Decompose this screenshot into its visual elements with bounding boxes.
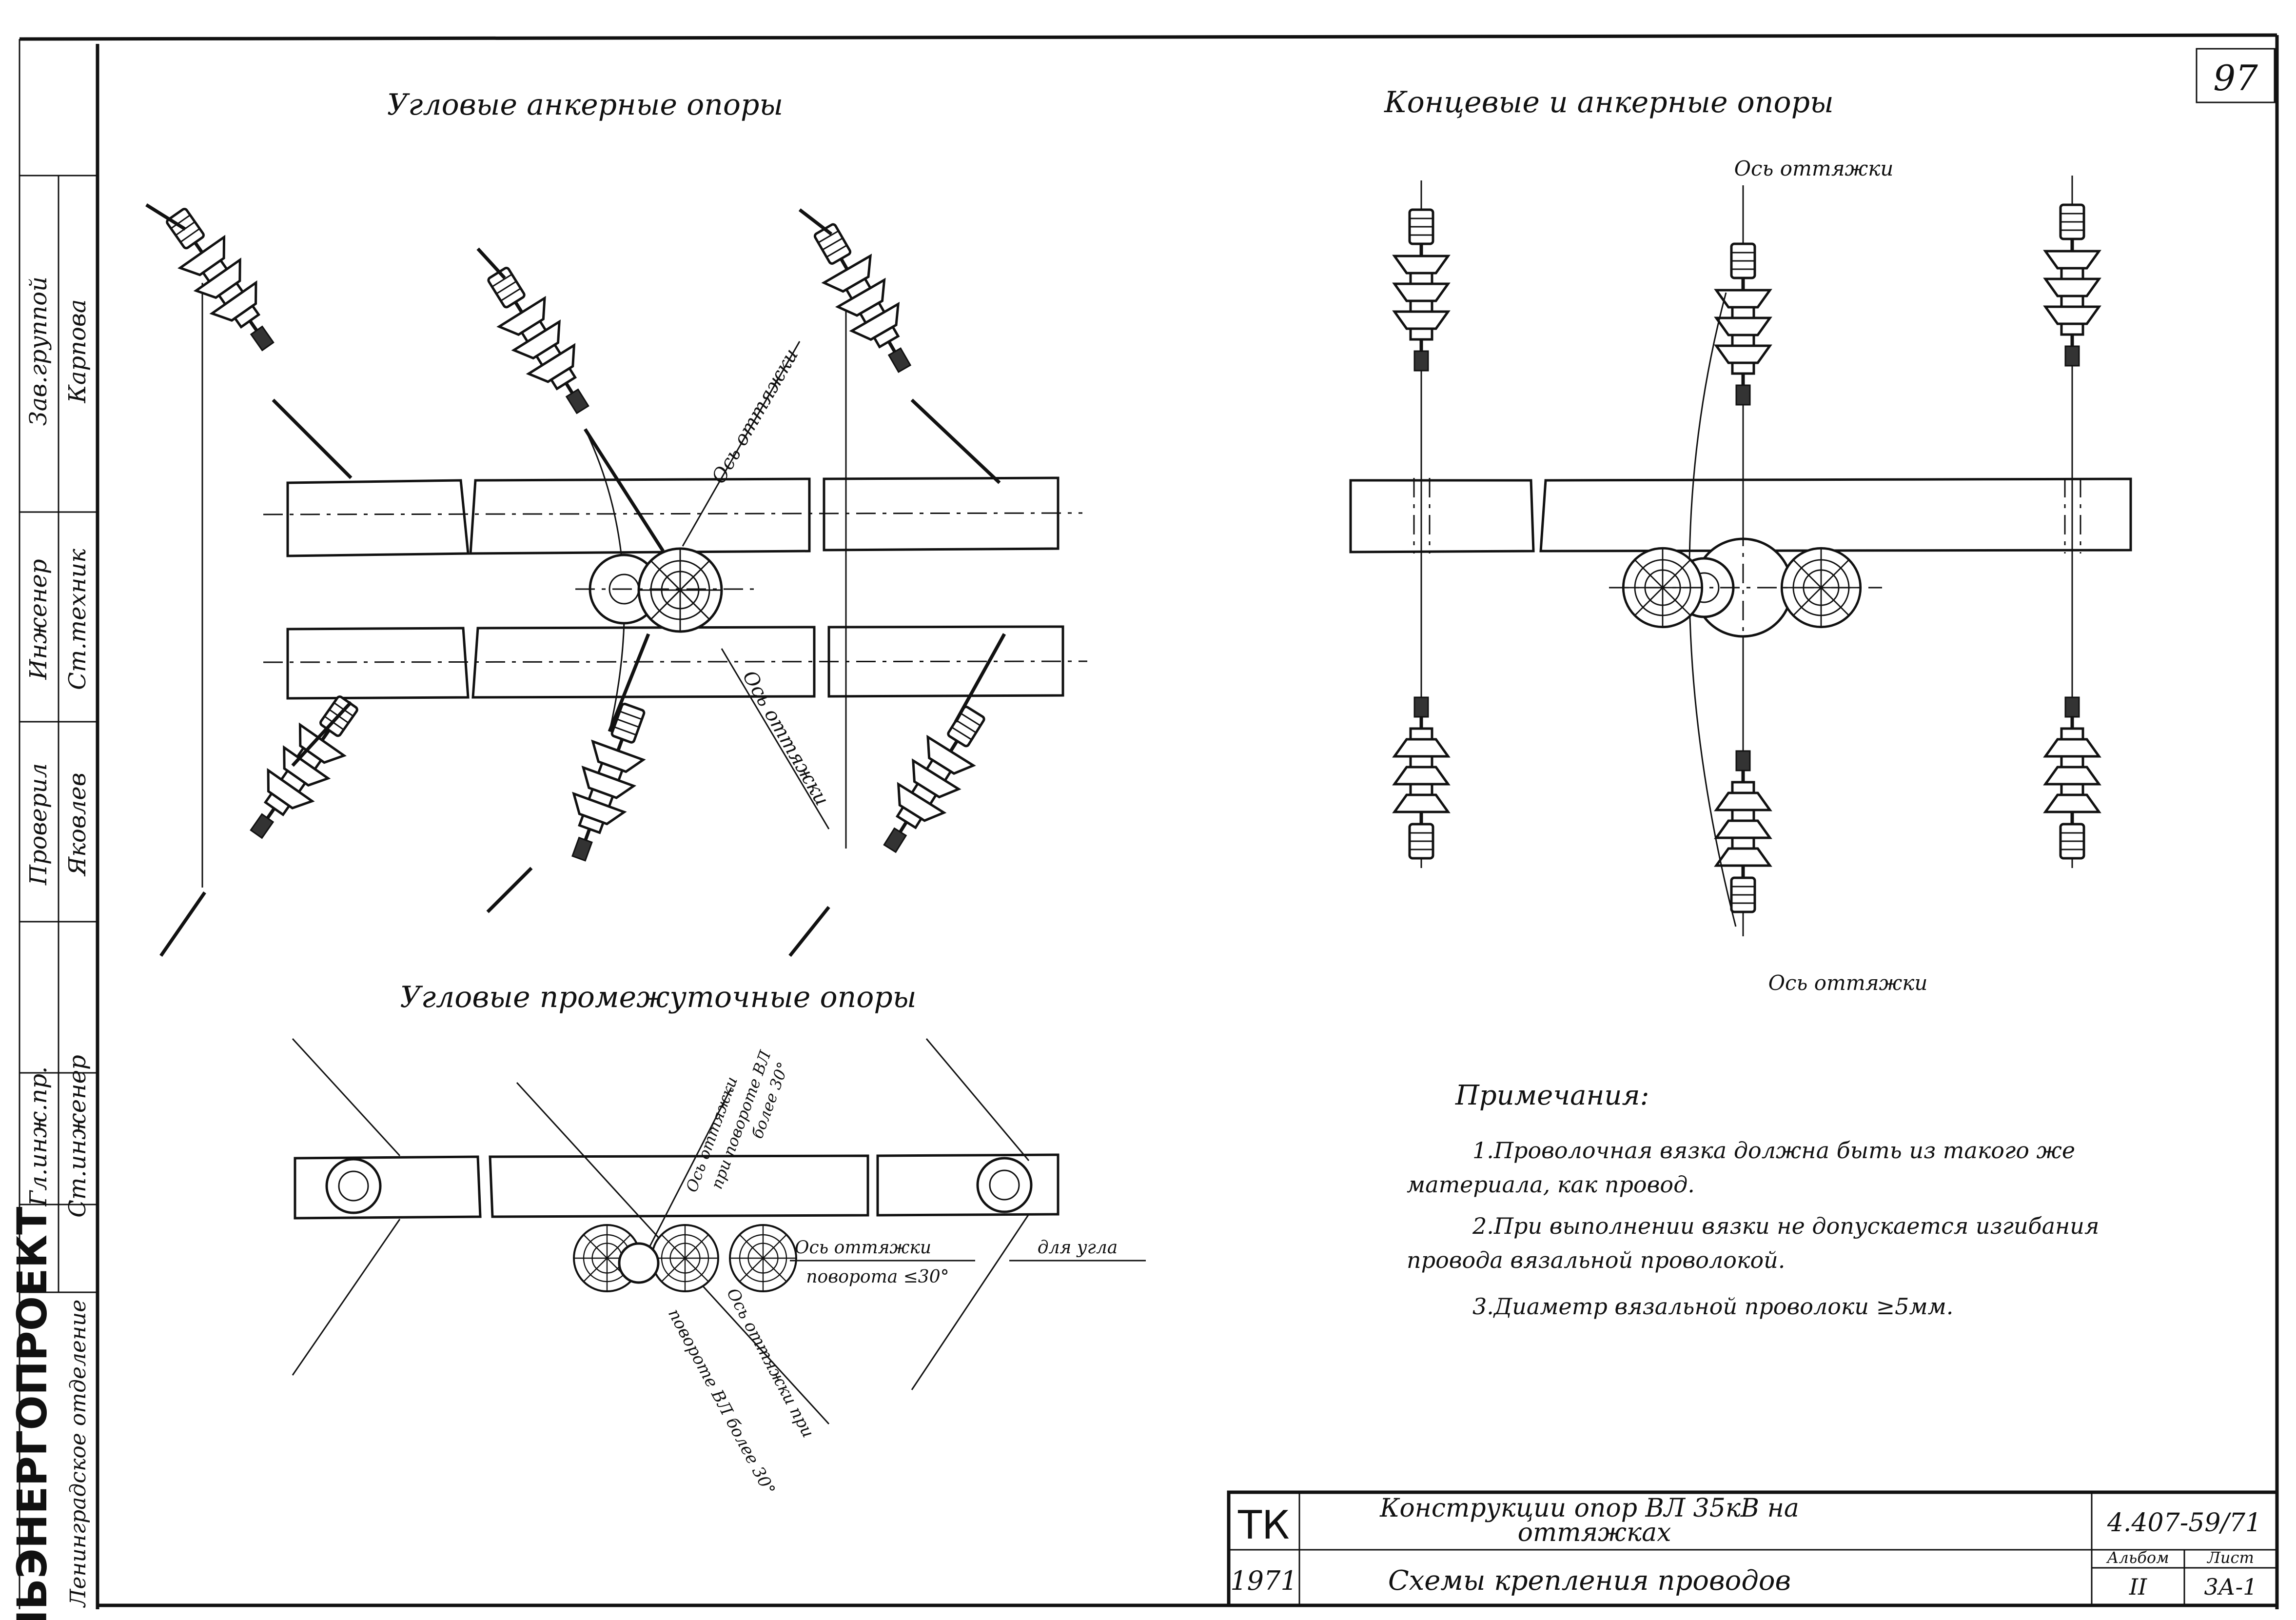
stamp-subtitle: Схемы крепления проводов (1388, 1565, 1791, 1597)
stamp-org-code: ТК (1237, 1502, 1290, 1548)
stamp-title-1: Конструкции опор ВЛ 35кВ на (1379, 1494, 1799, 1523)
stamp-album-label: Альбом (2106, 1548, 2169, 1567)
stamp-sheet-value: 3А-1 (2204, 1574, 2257, 1600)
end-anchor-diagram (1349, 176, 2132, 936)
side-dept: Ленинградское отделение (66, 1300, 91, 1608)
side-name-1: Карпова (64, 299, 91, 404)
title-end-anchor: Концевые и анкерные опоры (1384, 85, 1834, 119)
stamp-album-value: II (2129, 1574, 2147, 1600)
sheet-number: 97 (2213, 58, 2258, 99)
corner-intermediate-diagram: Ось оттяжки для угла поворота ≤30° Ось о… (292, 1038, 1146, 1498)
notes-heading: Примечания: (1455, 1080, 1649, 1111)
note-2a: 2.При выполнении вязки не допускается из… (1472, 1213, 2099, 1239)
beam-lower (263, 625, 1088, 700)
label-axis-angle-3: поворота ≤30° (806, 1267, 949, 1287)
stamp-title-2: оттяжках (1518, 1518, 1671, 1547)
label-axis-diag-1: Ось оттяжки (707, 345, 803, 488)
label-axis-angle-1: Ось оттяжки (795, 1238, 931, 1258)
stamp-year: 1971 (1230, 1565, 1297, 1596)
note-1a: 1.Проволочная вязка должна быть из таког… (1472, 1137, 2075, 1164)
side-name-3: Яковлев (64, 772, 91, 876)
sheet-number-box: 97 (2196, 48, 2276, 103)
corner-anchor-diagram: Ось оттяжки Ось оттяжки (145, 199, 1088, 957)
notes-block: Примечания: 1.Проволочная вязка должна б… (1407, 1080, 2099, 1320)
title-corner-anchor: Угловые анкерные опоры (387, 88, 784, 122)
side-org: ТЕЛЬЭНЕРГОПРОЕКТ (8, 1207, 56, 1620)
note-2b: провода вязальной проволокой. (1407, 1247, 1785, 1273)
side-role-1: Зав.группой (25, 277, 52, 426)
sheet-frame (19, 33, 2279, 1609)
side-role-2: Инженер (25, 559, 52, 680)
label-axis-bottom: Ось оттяжки (1768, 971, 1928, 995)
note-3: 3.Диаметр вязальной проволоки ≥5мм. (1472, 1293, 1953, 1320)
side-approval-block: Зав.группой Карпова Инженер Ст.техник Пр… (8, 39, 98, 1620)
stamp-sheet-label: Лист (2206, 1548, 2254, 1567)
stamp-doc-number: 4.407-59/71 (2107, 1508, 2261, 1538)
note-1b: материала, как провод. (1407, 1171, 1695, 1198)
title-corner-intermediate: Угловые промежуточные опоры (400, 980, 916, 1014)
side-role-4: Гл.инж.пр. (25, 1067, 52, 1207)
side-name-4: Ст.инженер (64, 1055, 91, 1218)
label-axis-angle-2: для угла (1038, 1238, 1118, 1258)
label-axis-top: Ось оттяжки (1734, 157, 1894, 180)
beam-upper (263, 476, 1083, 557)
side-name-2: Ст.техник (64, 549, 91, 690)
title-stamp: ТК 1971 Конструкции опор ВЛ 35кВ на оття… (1227, 1490, 2279, 1607)
side-role-3: Проверил (25, 763, 52, 886)
